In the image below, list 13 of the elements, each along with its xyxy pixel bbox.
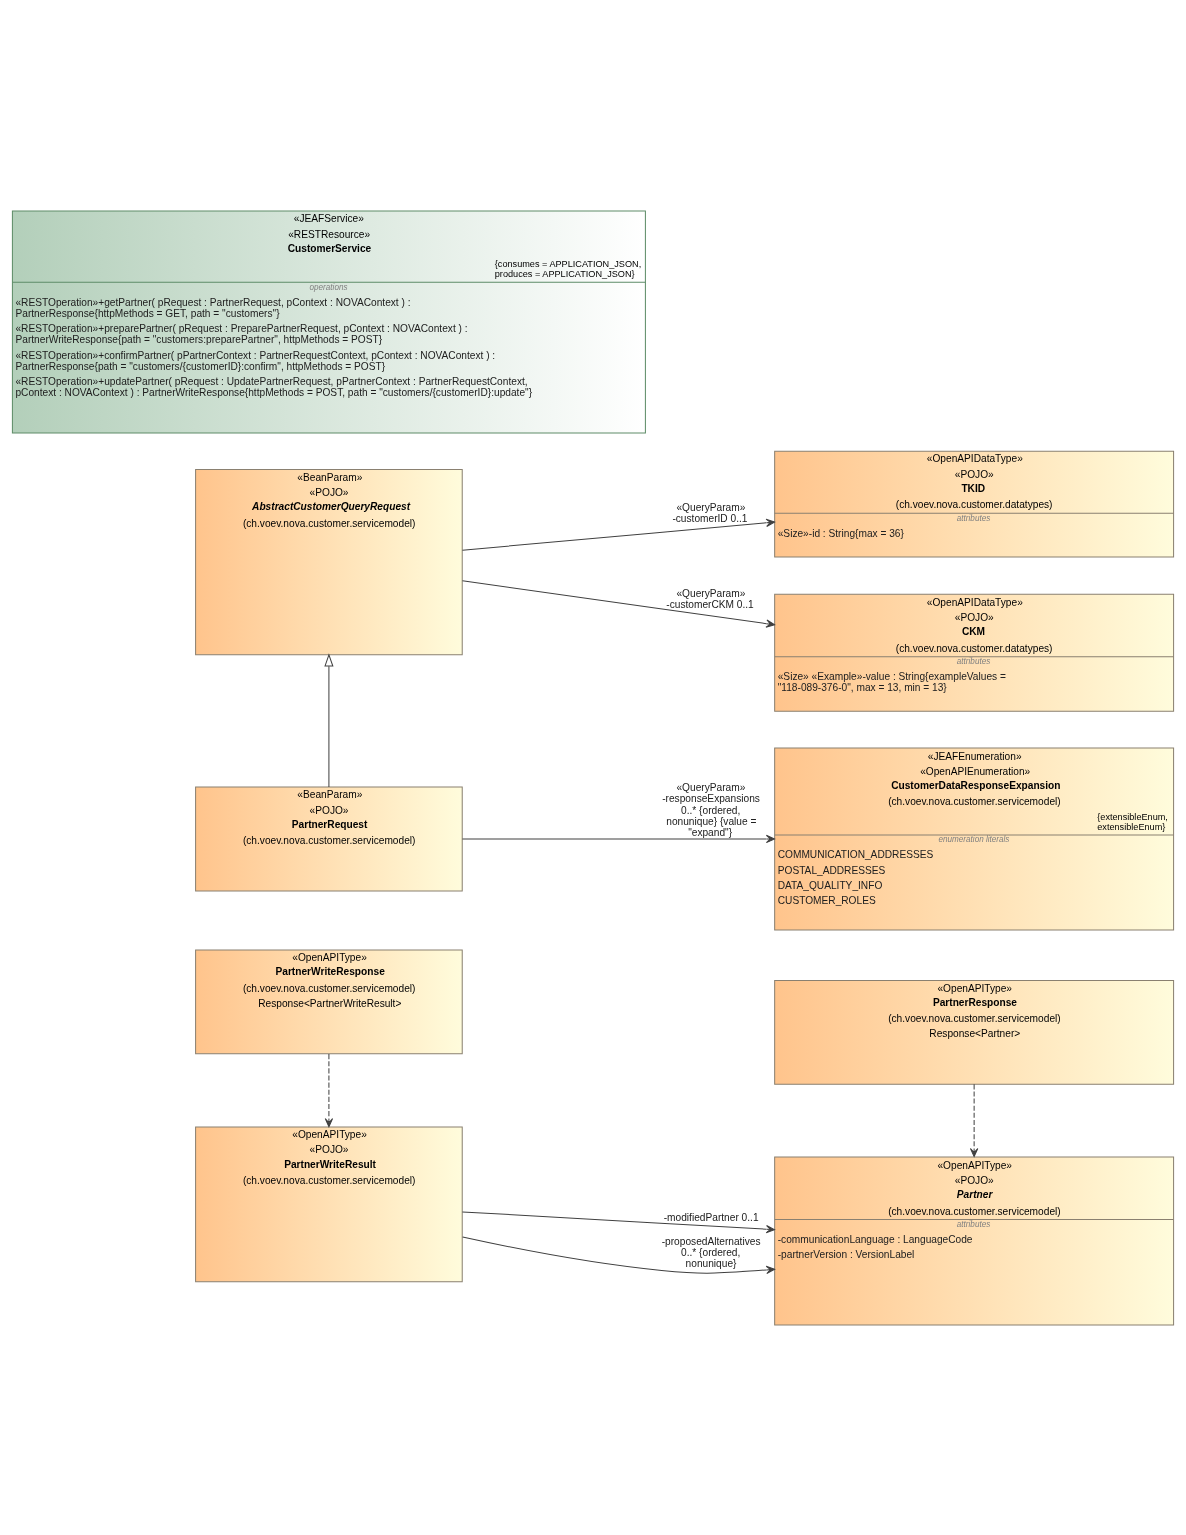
arrow [969, 1083, 979, 1157]
edge-label: «QueryParam» -customerID 0..1 [672, 501, 748, 524]
arrow [461, 834, 775, 843]
arrow [461, 518, 775, 551]
arrow [461, 1210, 775, 1233]
edge-label: «QueryParam» -responseExpansions 0..* {ordered, nonunique} {value = "expand"} [662, 781, 760, 838]
arrow [324, 1053, 334, 1127]
arrow [461, 579, 775, 628]
arrow [462, 1236, 776, 1274]
edge-label: -proposedAlternatives 0..* {ordered, nonunique} [661, 1235, 761, 1269]
arrow [324, 652, 334, 788]
edge-label: «QueryParam» -customerCKM 0..1 [666, 587, 754, 610]
edge-label: -modifiedPartner 0..1 [663, 1211, 759, 1223]
